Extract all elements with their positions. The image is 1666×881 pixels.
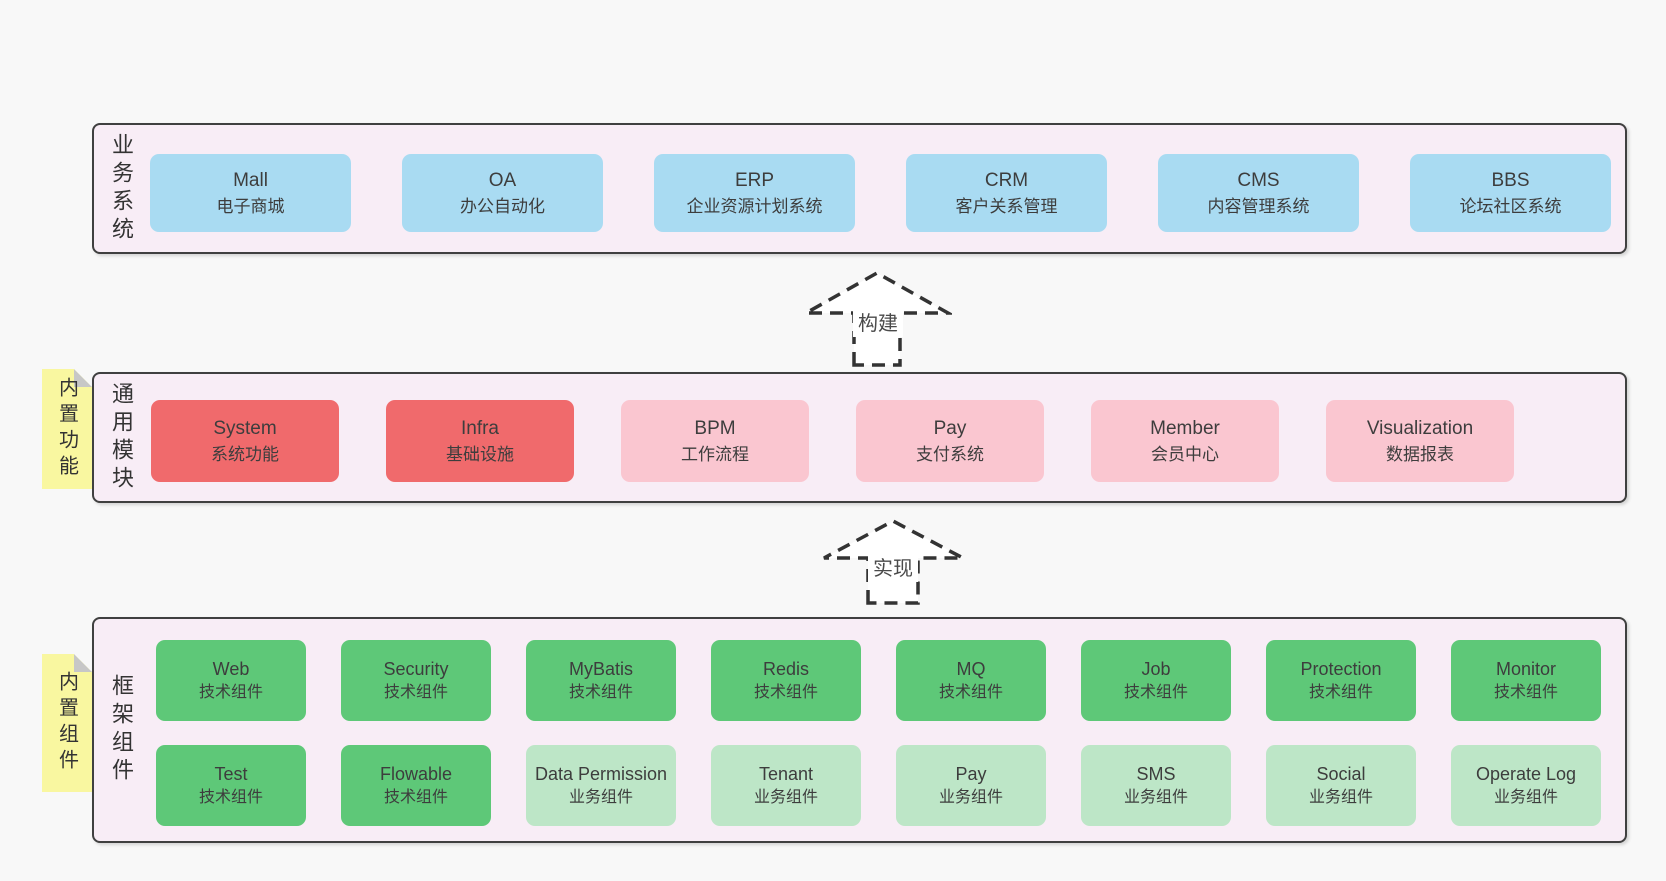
build-arrow-label: 构建 — [853, 311, 903, 337]
box-member-zh: 会员中心 — [1151, 444, 1219, 464]
box-data-permission-en: Data Permission — [534, 763, 668, 784]
box-erp: ERP 企业资源计划系统 — [654, 154, 855, 232]
box-redis: Redis 技术组件 — [711, 640, 861, 721]
box-flowable-zh: 技术组件 — [383, 788, 448, 806]
box-tenant-en: Tenant — [758, 763, 814, 784]
box-web-en: Web — [212, 658, 250, 679]
box-mall: Mall 电子商城 — [150, 154, 351, 232]
box-pay-component-zh: 业务组件 — [938, 788, 1003, 806]
box-operate-log-zh: 业务组件 — [1493, 788, 1558, 806]
box-member-en: Member — [1150, 417, 1220, 439]
box-erp-zh: 企业资源计划系统 — [686, 196, 823, 216]
box-tenant: Tenant 业务组件 — [711, 745, 861, 826]
box-crm-zh: 客户关系管理 — [955, 196, 1058, 216]
box-cms-en: CMS — [1237, 169, 1280, 191]
box-erp-en: ERP — [734, 169, 775, 191]
box-job: Job 技术组件 — [1081, 640, 1231, 721]
box-infra-en: Infra — [460, 417, 500, 439]
box-mall-zh: 电子商城 — [216, 196, 285, 216]
box-member: Member 会员中心 — [1091, 400, 1279, 482]
box-oa: OA 办公自动化 — [402, 154, 603, 232]
box-protection-zh: 技术组件 — [1308, 683, 1373, 701]
box-flowable: Flowable 技术组件 — [341, 745, 491, 826]
box-mybatis-zh: 技术组件 — [568, 683, 633, 701]
box-sms-en: SMS — [1136, 763, 1176, 784]
box-redis-en: Redis — [762, 658, 810, 679]
box-web-zh: 技术组件 — [198, 683, 263, 701]
box-pay-module: Pay 支付系统 — [856, 400, 1044, 482]
note-fold-corner-icon — [74, 654, 92, 672]
box-test: Test 技术组件 — [156, 745, 306, 826]
box-bbs-en: BBS — [1491, 169, 1530, 191]
box-cms-zh: 内容管理系统 — [1207, 196, 1310, 216]
box-data-permission: Data Permission 业务组件 — [526, 745, 676, 826]
box-infra-zh: 基础设施 — [446, 444, 514, 464]
box-visualization-zh: 数据报表 — [1386, 444, 1454, 464]
box-monitor-zh: 技术组件 — [1493, 683, 1558, 701]
box-crm: CRM 客户关系管理 — [906, 154, 1107, 232]
box-monitor-en: Monitor — [1495, 658, 1557, 679]
box-pay-component-en: Pay — [955, 763, 987, 784]
box-web: Web 技术组件 — [156, 640, 306, 721]
box-social: Social 业务组件 — [1266, 745, 1416, 826]
panel-framework-components: 框架组件 Web 技术组件 Security 技术组件 MyBatis 技术组件… — [92, 617, 1627, 843]
sticky-note-built-in-components: 内置组件 — [42, 654, 92, 792]
box-system: System 系统功能 — [151, 400, 339, 482]
box-system-zh: 系统功能 — [211, 444, 279, 464]
box-mybatis: MyBatis 技术组件 — [526, 640, 676, 721]
box-monitor: Monitor 技术组件 — [1451, 640, 1601, 721]
box-pay-component: Pay 业务组件 — [896, 745, 1046, 826]
box-redis-zh: 技术组件 — [753, 683, 818, 701]
box-mq: MQ 技术组件 — [896, 640, 1046, 721]
box-pay-module-zh: 支付系统 — [916, 444, 984, 464]
box-operate-log: Operate Log 业务组件 — [1451, 745, 1601, 826]
box-system-en: System — [213, 417, 277, 439]
panel-business-side-label: 业务系统 — [109, 132, 134, 245]
box-bpm: BPM 工作流程 — [621, 400, 809, 482]
implement-arrow-label: 实现 — [868, 556, 918, 582]
box-bbs-zh: 论坛社区系统 — [1459, 196, 1562, 216]
panel-modules-side-label: 通用模块 — [109, 381, 134, 494]
box-security-zh: 技术组件 — [383, 683, 448, 701]
panel-business-systems: 业务系统 Mall 电子商城 OA 办公自动化 ERP 企业资源计划系统 CRM… — [92, 123, 1627, 254]
box-data-permission-zh: 业务组件 — [568, 788, 633, 806]
box-mq-en: MQ — [956, 658, 986, 679]
box-flowable-en: Flowable — [379, 763, 453, 784]
box-bpm-en: BPM — [694, 417, 736, 439]
box-infra: Infra 基础设施 — [386, 400, 574, 482]
box-visualization-en: Visualization — [1366, 417, 1474, 439]
box-social-zh: 业务组件 — [1308, 788, 1373, 806]
box-mq-zh: 技术组件 — [938, 683, 1003, 701]
box-security: Security 技术组件 — [341, 640, 491, 721]
box-social-en: Social — [1316, 763, 1366, 784]
box-test-zh: 技术组件 — [198, 788, 263, 806]
sticky-note-built-in-features: 内置功能 — [42, 369, 92, 489]
box-mybatis-en: MyBatis — [568, 658, 633, 679]
sticky-note-built-in-components-label: 内置组件 — [55, 671, 78, 775]
box-job-zh: 技术组件 — [1123, 683, 1188, 701]
box-oa-zh: 办公自动化 — [460, 196, 545, 216]
box-mall-en: Mall — [233, 169, 268, 191]
box-cms: CMS 内容管理系统 — [1158, 154, 1359, 232]
box-protection: Protection 技术组件 — [1266, 640, 1416, 721]
box-sms-zh: 业务组件 — [1123, 788, 1188, 806]
box-oa-en: OA — [488, 169, 517, 191]
box-test-en: Test — [214, 763, 248, 784]
panel-common-modules: 通用模块 System 系统功能 Infra 基础设施 BPM 工作流程 Pay… — [92, 372, 1627, 503]
box-security-en: Security — [383, 658, 449, 679]
box-protection-en: Protection — [1300, 658, 1382, 679]
box-pay-module-en: Pay — [933, 417, 967, 439]
box-crm-en: CRM — [984, 169, 1029, 191]
box-bpm-zh: 工作流程 — [681, 444, 749, 464]
box-visualization: Visualization 数据报表 — [1326, 400, 1514, 482]
box-job-en: Job — [1141, 658, 1171, 679]
box-operate-log-en: Operate Log — [1475, 763, 1577, 784]
sticky-note-built-in-features-label: 内置功能 — [55, 377, 78, 481]
box-bbs: BBS 论坛社区系统 — [1410, 154, 1611, 232]
box-tenant-zh: 业务组件 — [753, 788, 818, 806]
panel-components-side-label: 框架组件 — [109, 674, 134, 786]
box-sms: SMS 业务组件 — [1081, 745, 1231, 826]
